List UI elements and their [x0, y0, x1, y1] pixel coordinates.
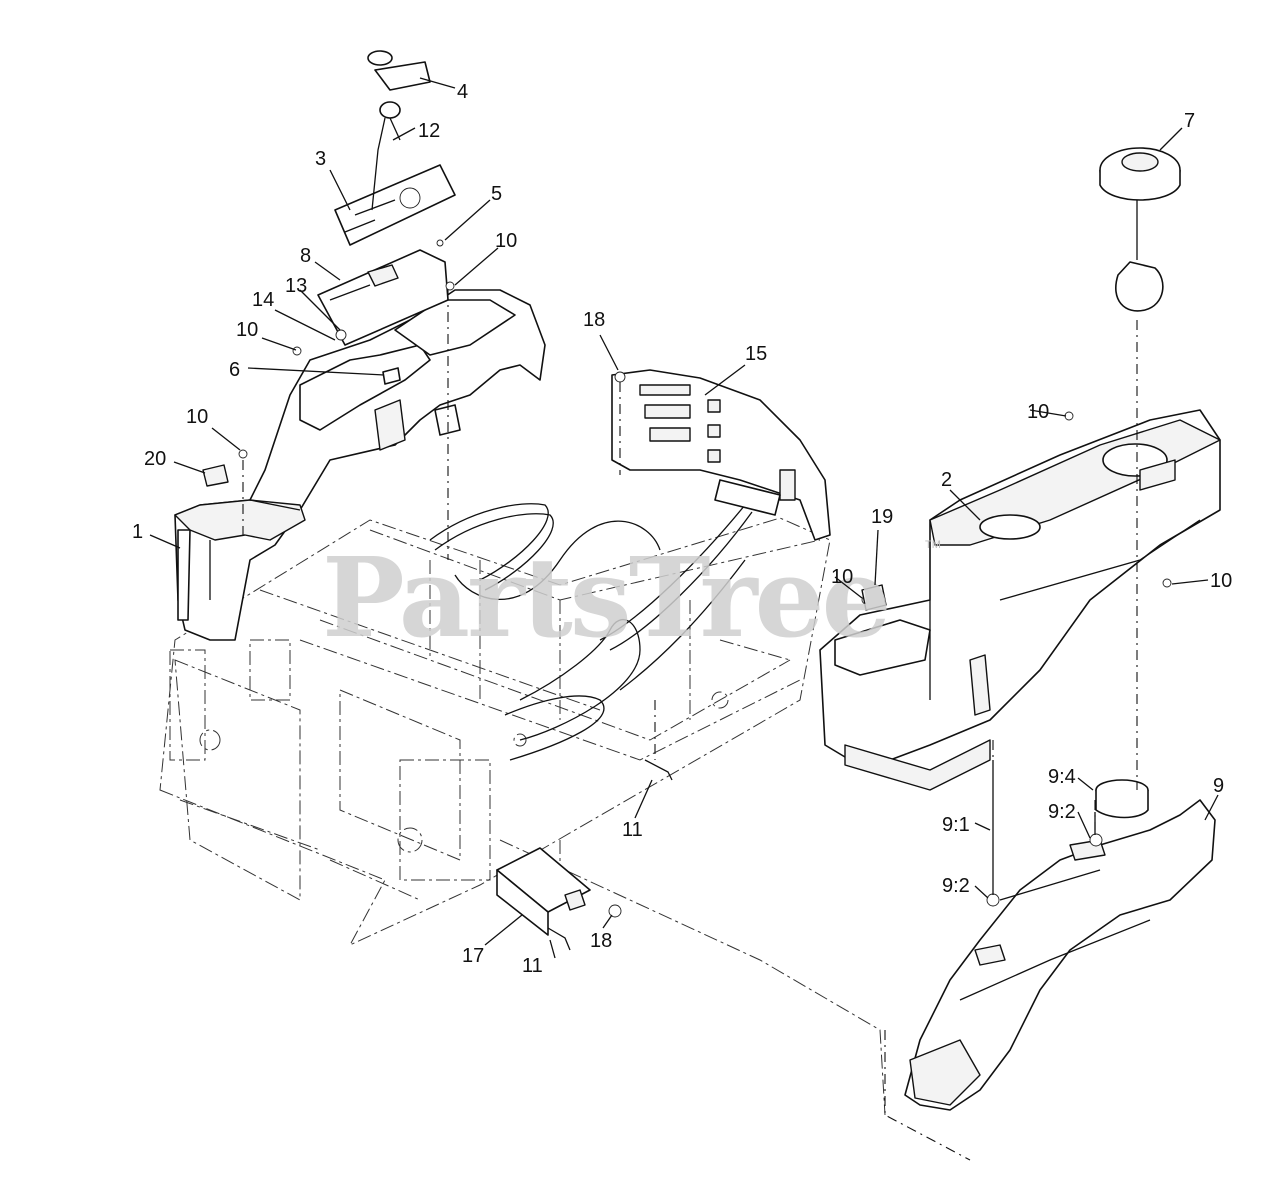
clip-20 [202, 464, 229, 487]
callout-5: 5 [491, 183, 502, 205]
callout-10-right-top: 10 [1027, 401, 1049, 423]
callout-13: 13 [285, 275, 307, 297]
part-12-rod [371, 117, 401, 211]
part-3-decal-plate [334, 164, 456, 246]
cable-tie-11b [547, 927, 571, 951]
callout-9-2-upper: 9:2 [1048, 801, 1076, 823]
callout-19: 19 [871, 506, 893, 528]
grommet-9-2a [1089, 833, 1103, 847]
grommet-9-2b [986, 893, 1000, 907]
hydraulic-hoses [429, 503, 753, 761]
callout-9-4: 9:4 [1048, 766, 1076, 788]
callout-4: 4 [457, 81, 468, 103]
washer-13 [335, 329, 347, 341]
callout-10-left: 10 [236, 319, 258, 341]
callout-12: 12 [418, 120, 440, 142]
chassis-frame [159, 517, 886, 1116]
part-7-fuel-cap [1099, 147, 1181, 312]
bolt-18b [608, 904, 622, 918]
callout-9-2-lower: 9:2 [942, 875, 970, 897]
hardware [202, 239, 1172, 951]
part-9-fuel-tank [904, 779, 1216, 1111]
part-2-right-console [819, 409, 1221, 791]
part-15-shield [611, 369, 831, 541]
callout-7: 7 [1184, 110, 1195, 132]
clip-19 [861, 584, 887, 611]
leader-lines [149, 77, 1219, 959]
callout-10-mid: 10 [186, 406, 208, 428]
callout-1: 1 [132, 521, 143, 543]
fastener-10a [292, 346, 302, 356]
callout-15: 15 [745, 343, 767, 365]
callout-8: 8 [300, 245, 311, 267]
callout-2: 2 [941, 469, 952, 491]
center-lines [242, 290, 1138, 1161]
callout-10-right-mid: 10 [831, 566, 853, 588]
callout-6: 6 [229, 359, 240, 381]
part-4-knob [367, 50, 431, 119]
callout-17: 17 [462, 945, 484, 967]
fastener-10b [238, 449, 248, 459]
callout-18-top: 18 [583, 309, 605, 331]
callout-11-bottom: 11 [522, 955, 543, 977]
callout-labels: 4 12 3 5 10 8 13 14 10 6 10 20 1 18 15 7… [132, 81, 1232, 977]
part-1-left-console [174, 289, 546, 641]
callout-9: 9 [1213, 775, 1224, 797]
callout-10-right: 10 [1210, 570, 1232, 592]
watermark-tm: TM [925, 539, 941, 551]
callout-3: 3 [315, 148, 326, 170]
callout-10-top: 10 [495, 230, 517, 252]
callout-11-right: 11 [622, 819, 643, 841]
callout-14: 14 [252, 289, 274, 311]
callout-18-bottom: 18 [590, 930, 612, 952]
callout-20: 20 [144, 448, 166, 470]
fastener-10f [1162, 578, 1172, 588]
callout-9-1: 9:1 [942, 814, 970, 836]
switch-6 [382, 367, 401, 385]
fastener-5 [436, 239, 444, 247]
watermark-text: PartsTree [322, 533, 889, 662]
part-17-bracket [496, 847, 591, 936]
watermark: PartsTree TM [322, 533, 941, 662]
fastener-10d [1064, 411, 1074, 421]
fastener-10c [445, 281, 455, 291]
bolt-18a [614, 371, 626, 383]
cable-tie-11a [644, 759, 673, 781]
